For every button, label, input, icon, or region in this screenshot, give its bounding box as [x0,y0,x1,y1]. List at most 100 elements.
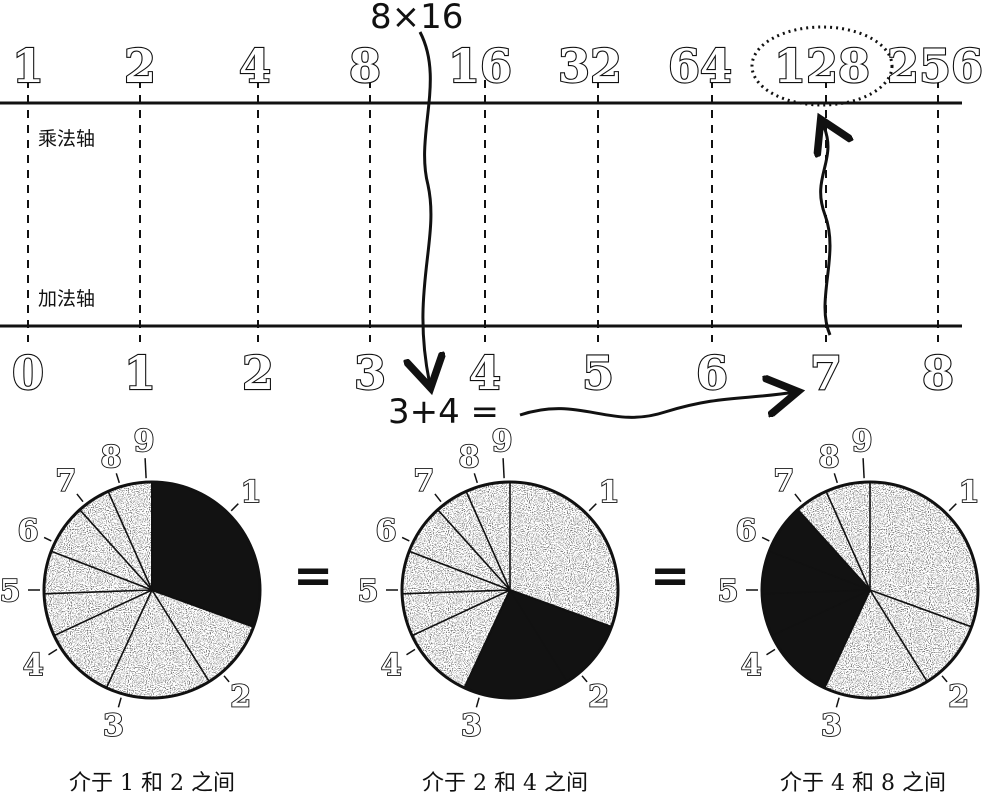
pie-divider [105,589,153,689]
slice-label: 3 [821,709,842,744]
slice-leader [794,493,802,503]
sum-to-seven-arrow [519,392,795,419]
slice-leader [434,493,442,503]
pie-divider [465,490,511,591]
multiplication-tick-label: 4 [239,39,271,93]
multiplication-tick-label: 32 [558,39,622,93]
slice-label: 8 [459,440,480,475]
addition-axis-label: 加法轴 [38,288,95,310]
addition-tick-label: 3 [354,346,386,400]
pie-divider [437,509,511,591]
multiplication-tick-labels: 1 2 4 8 16 32 64 128 256 [11,38,984,94]
pie-outline [42,480,262,700]
multiplication-tick-label: 256 [887,39,983,93]
slice-leader [48,648,58,656]
pie-divider [44,589,153,595]
pie-divider [50,550,153,591]
slice-leader [473,473,479,484]
slice-label: 5 [358,574,379,609]
slice-leader [588,503,597,512]
equals-sign-1: = [293,548,333,604]
slice-label: 8 [819,440,840,475]
slice-leader [502,458,505,479]
pie-caption-3: 介于 4 和 8 之间 [780,771,946,796]
pie-divider [869,589,928,683]
slice-label: 5 [718,574,739,609]
pie-divider [79,509,153,591]
pie-divider [107,490,153,591]
slice-leader [862,458,865,479]
slice-leader [43,536,52,542]
product-annotation: 8×16 [370,0,463,37]
slice-label: 7 [55,464,76,499]
slice-label: 1 [599,475,620,510]
slice-leader [766,648,776,656]
addition-tick-label: 4 [469,346,501,400]
slice-label: 9 [852,424,873,459]
pie-divider [411,589,511,637]
slice-label: 6 [18,514,39,549]
slice-leader [230,503,239,512]
slice-leader [406,648,416,656]
seven-to-128-arrow [821,122,830,336]
pie-caption-1: 介于 1 和 2 之间 [69,771,235,796]
pie-divider [151,589,210,683]
slice-leader [223,675,230,683]
slice-leader [581,675,588,683]
slice-label: 4 [741,648,762,683]
slice-leader [115,473,121,484]
pie-divider [823,589,871,689]
addition-tick-label: 6 [696,346,728,400]
slice-leader [401,536,410,542]
slice-leader [941,675,948,683]
pie-outline [760,480,980,700]
slice-label: 5 [0,574,20,609]
pie-divider [53,589,153,637]
addition-tick-label: 7 [810,346,842,400]
multiplication-tick-label: 1 [12,39,44,93]
multiplication-axis-label: 乘法轴 [38,128,95,150]
addition-tick-label: 0 [12,346,44,400]
tick-connectors [27,80,939,342]
slice-leader [117,697,122,708]
slice-label: 3 [103,709,124,744]
pie-divider [762,589,871,595]
pie-divider [768,550,871,591]
pie-divider [771,589,871,637]
addition-tick-label: 5 [582,346,614,400]
slice-label: 9 [134,424,155,459]
slice-label: 7 [413,464,434,499]
slice-leader [761,536,770,542]
pie-divider [402,589,511,595]
multiplication-tick-label: 2 [124,39,156,93]
slice-label: 2 [948,680,969,715]
pie-divider [509,589,612,628]
slice-label: 4 [381,648,402,683]
slice-label: 3 [461,709,482,744]
highlight-ring-128 [750,25,894,107]
slice-leader [835,697,840,708]
pie-divider [825,490,871,591]
slice-label: 1 [241,475,262,510]
multiplication-tick-label: 128 [774,39,870,93]
pie-divider [463,589,511,689]
slice-leader [76,493,84,503]
slice-label: 2 [588,680,609,715]
addition-tick-label: 2 [242,346,274,400]
slice-leader [948,503,957,512]
slice-leader [144,458,147,479]
pie-divider [151,589,254,628]
slice-label: 6 [736,514,757,549]
multiplication-tick-label: 64 [668,39,732,93]
multiplication-tick-label: 16 [448,39,512,93]
slice-label: 7 [773,464,794,499]
multiplication-tick-label: 8 [349,39,381,93]
slice-label: 6 [376,514,397,549]
